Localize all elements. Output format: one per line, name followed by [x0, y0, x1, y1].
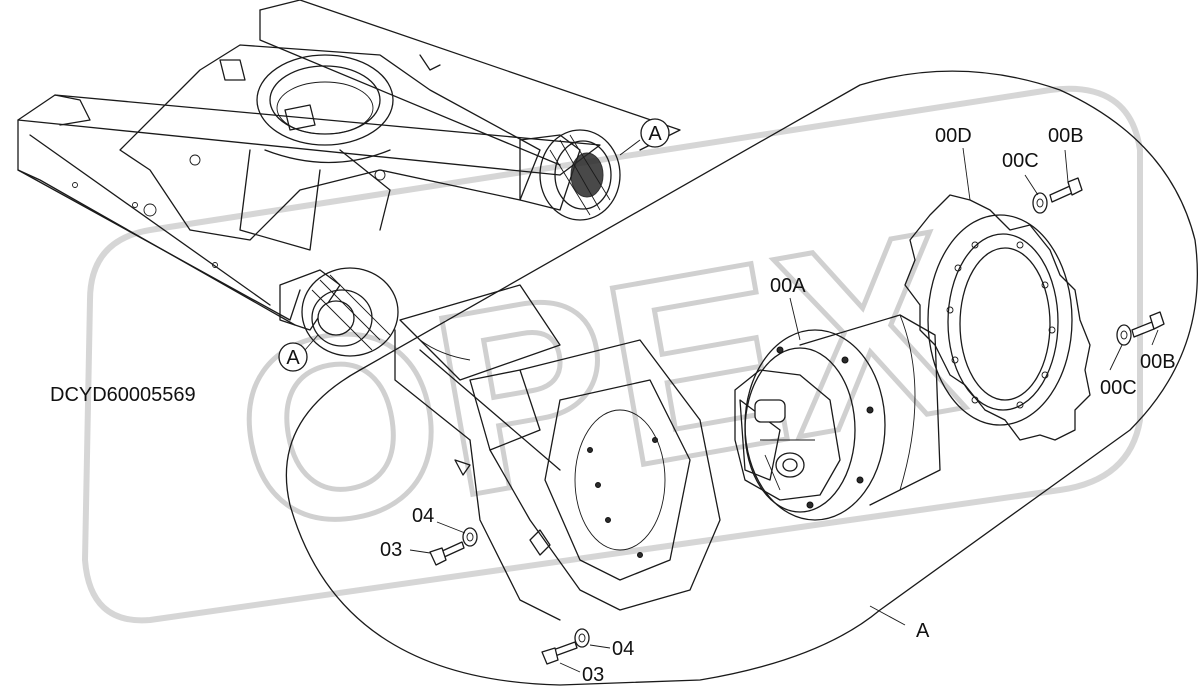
leader-lines — [304, 139, 1159, 673]
svg-text:A: A — [648, 123, 662, 145]
track-frame-end-detail — [394, 284, 721, 621]
detail-view-label: A — [916, 620, 930, 642]
svg-text:OPEX: OPEX — [216, 176, 979, 587]
label-04-bottom: 04 — [612, 638, 634, 660]
label-04-mid: 04 — [412, 505, 434, 527]
callout-a-top: A — [640, 118, 670, 148]
label-00D: 00D — [935, 125, 972, 147]
watermark-logo: OPEX — [82, 85, 1143, 624]
label-00A: 00A — [770, 275, 806, 297]
label-00C-top: 00C — [1002, 150, 1039, 172]
label-00C-right: 00C — [1100, 377, 1137, 399]
label-03-bottom: 03 — [582, 664, 604, 686]
label-03-mid: 03 — [380, 539, 402, 561]
sprocket-00D — [904, 194, 1091, 441]
diagram-code: DCYD60005569 — [50, 384, 196, 406]
label-00B-right: 00B — [1140, 351, 1176, 373]
callout-a-bottom: A — [278, 342, 308, 372]
fasteners — [429, 177, 1165, 665]
detail-view-a — [285, 70, 1198, 686]
svg-text:A: A — [286, 347, 300, 369]
track-frame-illustration — [17, 0, 681, 357]
label-00B-top: 00B — [1048, 125, 1084, 147]
travel-motor-00A — [734, 314, 941, 521]
